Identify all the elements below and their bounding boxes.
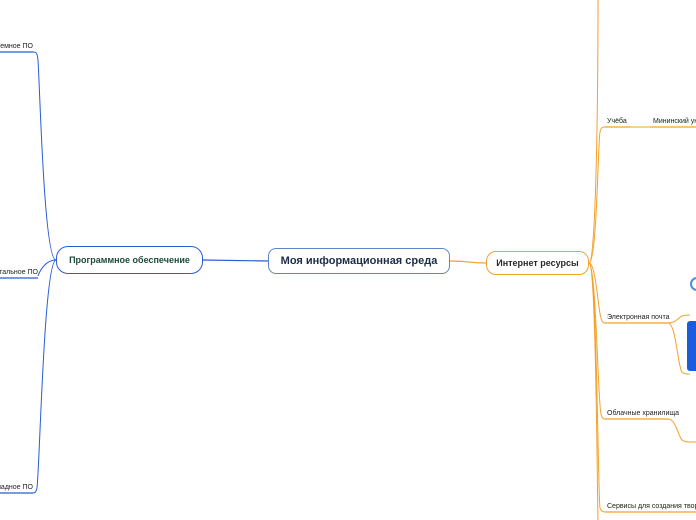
connector-right-mail [588, 262, 606, 324]
leaf-study[interactable]: Учёба [607, 118, 627, 125]
connector-left-system [32, 51, 57, 261]
connector-right-study [588, 126, 606, 264]
central-topic-label: Моя информационная среда [280, 255, 438, 267]
leaf-system-software[interactable]: Системное ПО [0, 43, 33, 50]
mail-service-logo-icon [687, 321, 696, 371]
leaf-system-clip: Системное ПО [0, 42, 33, 52]
branch-internet-label: Интернет ресурсы [496, 258, 579, 268]
connector-right-bottom [588, 262, 599, 520]
leaf-creative-services[interactable]: Сервисы для создания творческих работ [607, 503, 696, 510]
branch-software[interactable]: Программное обеспечение [56, 246, 203, 274]
leaf-cloud-storage[interactable]: Облачные хранилища [607, 410, 680, 417]
connector-left-instr [37, 259, 57, 277]
connector-right-cloud [588, 262, 606, 420]
connector-cloud-sub [667, 418, 696, 443]
connector-left-applied [32, 259, 57, 494]
connector-mail-sub-bottom [667, 322, 691, 375]
branch-software-label: Программное обеспечение [69, 255, 190, 265]
leaf-study-child[interactable]: Мининский университет [653, 118, 696, 125]
connector-right-top [588, 0, 599, 264]
connector-central-left [202, 259, 269, 262]
leaf-email[interactable]: Электронная почта [607, 314, 670, 321]
leaf-services-clip: Сервисы для создания творческих работ [607, 502, 696, 512]
branch-internet[interactable]: Интернет ресурсы [486, 251, 589, 275]
connector-mail-sub-top [667, 314, 691, 324]
leaf-applied-clip: Прикладное ПО [0, 483, 33, 493]
leaf-study-child-clip: Мининский университет [653, 117, 696, 127]
leaf-instr-clip: Инструментальное ПО [0, 268, 38, 278]
central-topic[interactable]: Моя информационная среда [268, 248, 450, 274]
leaf-instrumental-software[interactable]: Инструментальное ПО [0, 269, 38, 276]
cloud-service-logo-icon [690, 277, 696, 291]
connector-central-right [449, 260, 487, 264]
leaf-applied-software[interactable]: Прикладное ПО [0, 484, 33, 491]
